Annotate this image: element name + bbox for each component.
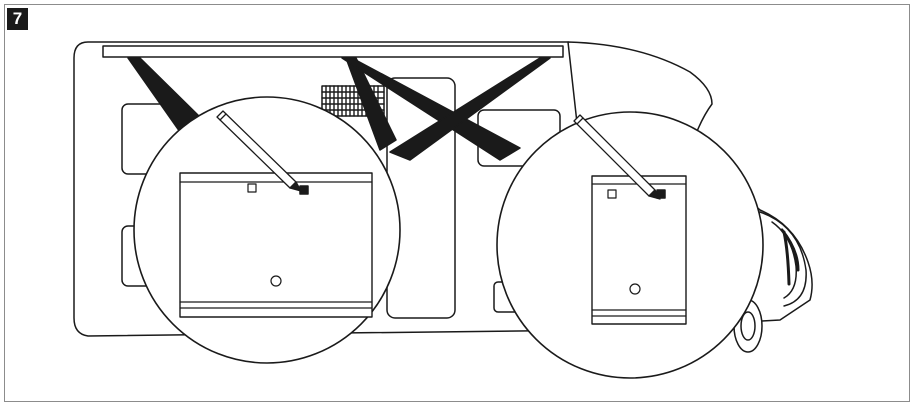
callout-wedges — [127, 57, 551, 161]
roof-strip — [102, 45, 564, 58]
pencil-icon — [216, 110, 302, 192]
left-magnifier-circle — [133, 96, 401, 364]
marker-square — [299, 185, 309, 195]
pencil-icon — [573, 114, 661, 200]
step-number-badge: 7 — [7, 8, 28, 30]
figure-frame — [4, 4, 910, 402]
right-magnifier-circle — [496, 111, 764, 379]
